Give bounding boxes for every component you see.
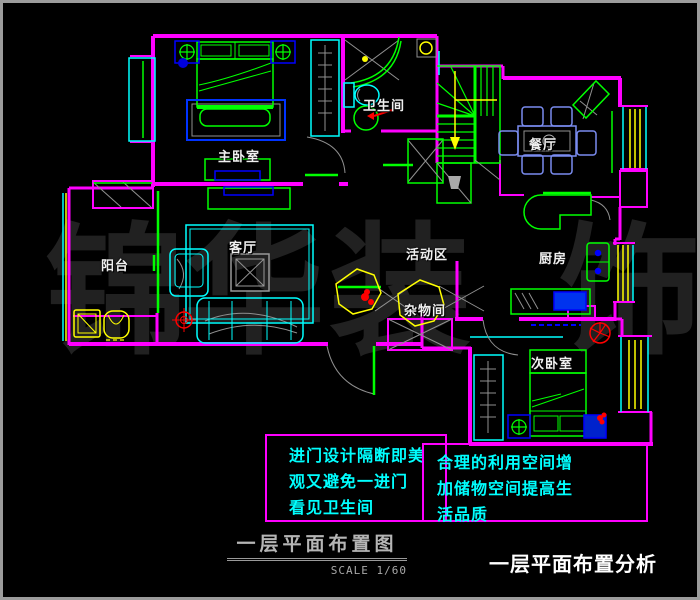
lamp-blob bbox=[178, 58, 188, 68]
drawing-title: 一层平面布置图 bbox=[227, 529, 407, 561]
plant-pot bbox=[335, 268, 382, 315]
stair-direction-guide bbox=[450, 71, 497, 150]
title-block: 一层平面布置图 SCALE 1/60 bbox=[227, 529, 407, 577]
room-label-bathroom: 卫生间 bbox=[363, 99, 406, 114]
hall-closet bbox=[407, 138, 444, 184]
room-label-dining: 餐厅 bbox=[529, 138, 558, 153]
second-bed bbox=[529, 349, 587, 437]
room-label-kitchen: 厨房 bbox=[539, 252, 568, 267]
drawing-scale: SCALE 1/60 bbox=[330, 564, 407, 577]
flower-cluster bbox=[361, 289, 607, 425]
walls bbox=[67, 34, 653, 446]
annotation-line: 合理的利用空间增 bbox=[437, 453, 574, 472]
room-label-living: 客厅 bbox=[229, 241, 258, 256]
tv-screen bbox=[223, 186, 274, 196]
green-furniture bbox=[94, 36, 610, 437]
annotation-line: 看见卫生间 bbox=[289, 498, 375, 517]
stove-dot bbox=[594, 267, 602, 275]
annotation-box-storage: 合理的利用空间增 加储物空间提高生 活品质 bbox=[422, 443, 648, 524]
cyan-furniture bbox=[169, 39, 504, 441]
window-lines bbox=[62, 51, 649, 412]
second-wardrobe bbox=[473, 354, 504, 441]
dining-decor bbox=[571, 79, 611, 120]
annotation-line: 观又避免一进门 bbox=[289, 472, 409, 491]
washing-machine bbox=[73, 309, 101, 338]
annotation-line: 加储物空间提高生 bbox=[437, 479, 574, 498]
annotation-line: 活品质 bbox=[437, 505, 489, 524]
bed-rug bbox=[186, 99, 286, 141]
yellow-items bbox=[73, 41, 445, 341]
plant-pot bbox=[397, 279, 445, 327]
shower-glass bbox=[350, 36, 402, 88]
kitchen-sink bbox=[553, 291, 587, 311]
master-wardrobe bbox=[310, 39, 340, 137]
gray-details bbox=[92, 38, 611, 433]
basin-arrow bbox=[367, 109, 393, 120]
armchair bbox=[169, 248, 209, 297]
dining-set bbox=[498, 106, 597, 175]
wash-basin bbox=[353, 105, 379, 131]
stairs bbox=[436, 65, 501, 204]
nightstand bbox=[270, 40, 296, 64]
kitchen-sink-counter bbox=[510, 288, 591, 315]
shower-drain bbox=[362, 56, 368, 62]
room-label-storage: 杂物间 bbox=[404, 304, 447, 319]
balcony-slider bbox=[152, 191, 160, 313]
exhaust-fan bbox=[589, 322, 611, 344]
sofa bbox=[196, 297, 304, 344]
room-label-activity: 活动区 bbox=[406, 248, 449, 263]
floorplan-linework bbox=[62, 34, 653, 446]
ceiling-lamp bbox=[419, 41, 433, 55]
annotation-line: 进门设计隔断即美 bbox=[289, 446, 426, 465]
toilet bbox=[343, 82, 380, 108]
room-label-balcony: 阳台 bbox=[101, 259, 130, 274]
tv-cabinet-living bbox=[207, 187, 291, 210]
room-label-second-bedroom: 次卧室 bbox=[531, 357, 574, 372]
red-items bbox=[172, 109, 611, 425]
living-ceiling bbox=[185, 224, 314, 324]
kitchen-stove bbox=[586, 242, 610, 282]
kitchen-counter-curved bbox=[523, 194, 592, 230]
laundry-basin bbox=[103, 310, 130, 341]
living-feature-square bbox=[230, 253, 270, 292]
room-label-master-bedroom: 主卧室 bbox=[218, 150, 261, 165]
nightstand bbox=[507, 414, 531, 439]
tv-screen bbox=[214, 170, 261, 181]
annotation-box-entry: 进门设计隔断即美 观又避免一进门 看见卫生间 bbox=[265, 434, 447, 522]
analysis-title: 一层平面布置分析 bbox=[489, 552, 657, 576]
master-bed bbox=[196, 41, 274, 127]
stove-dot bbox=[594, 249, 602, 257]
door-sills bbox=[305, 163, 591, 195]
crosshair-symbol bbox=[172, 308, 196, 332]
